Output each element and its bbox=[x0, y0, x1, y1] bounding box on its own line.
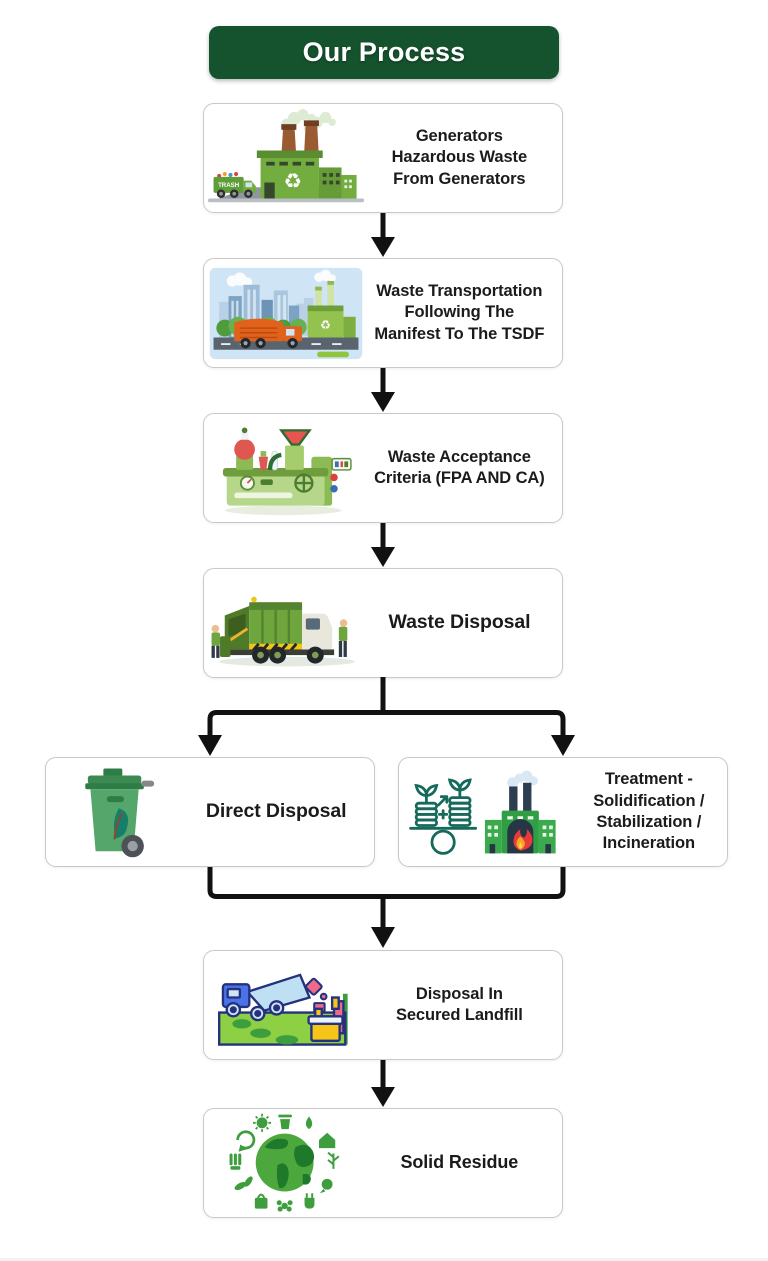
process-step-label: Waste Disposal bbox=[388, 611, 531, 634]
recycling-factory-illustration: ♻ TRASH bbox=[204, 104, 369, 212]
process-step-acceptance: Waste Acceptance Criteria (FPA AND CA) bbox=[203, 413, 563, 523]
flow-merge-connector bbox=[207, 867, 566, 948]
green-wheelie-bin-illustration bbox=[46, 758, 190, 866]
svg-text:♻: ♻ bbox=[320, 318, 331, 332]
lab-testing-machine-illustration bbox=[204, 414, 369, 522]
flow-arrow-down bbox=[371, 523, 395, 567]
page-bottom-divider bbox=[0, 1258, 768, 1261]
process-step-label: Treatment - Solidification / Stabilizati… bbox=[593, 770, 705, 853]
landfill-dump-truck-svg bbox=[218, 972, 348, 1046]
flow-arrow-down bbox=[371, 1060, 395, 1107]
process-step-landfill: Disposal In Secured Landfill bbox=[203, 950, 563, 1060]
process-step-label: Direct Disposal bbox=[205, 800, 347, 823]
process-step-label: Waste Acceptance Criteria (FPA AND CA) bbox=[374, 447, 545, 487]
eco-growth-and-incinerator-svg bbox=[409, 770, 556, 855]
process-step-transportation: ♻ Waste Transportation Following The Man… bbox=[203, 258, 563, 368]
process-step-label: Waste Transportation Following The Manif… bbox=[374, 281, 545, 343]
lab-testing-machine-svg bbox=[223, 427, 352, 515]
flow-branch-connector bbox=[198, 677, 575, 756]
svg-text:♻: ♻ bbox=[284, 169, 303, 193]
flow-arrow-down bbox=[371, 213, 395, 257]
process-step-direct-disposal: Direct Disposal bbox=[45, 757, 375, 867]
page-title-banner: Our Process bbox=[209, 26, 559, 79]
garbage-truck-svg bbox=[211, 596, 355, 666]
svg-text:TRASH: TRASH bbox=[218, 182, 239, 189]
city-waste-truck-svg: ♻ bbox=[210, 267, 363, 359]
process-step-disposal: Waste Disposal bbox=[203, 568, 563, 678]
flow-arrow-down bbox=[371, 368, 395, 412]
garbage-truck-illustration bbox=[204, 569, 369, 677]
eco-growth-and-incinerator-illustration bbox=[399, 758, 583, 866]
eco-globe-illustration bbox=[204, 1109, 369, 1217]
process-step-label: Generators Hazardous Waste From Generato… bbox=[391, 126, 528, 188]
green-wheelie-bin-svg bbox=[85, 768, 155, 857]
process-step-generators: ♻ TRASH Generat bbox=[203, 103, 563, 213]
landfill-dump-truck-illustration bbox=[204, 951, 369, 1059]
page-title: Our Process bbox=[302, 37, 466, 67]
eco-globe-svg bbox=[229, 1113, 340, 1212]
city-waste-truck-illustration: ♻ bbox=[204, 259, 369, 367]
process-step-label: Disposal In Secured Landfill bbox=[395, 984, 523, 1024]
process-step-label: Solid Residue bbox=[400, 1152, 519, 1173]
process-step-treatment: Treatment - Solidification / Stabilizati… bbox=[398, 757, 728, 867]
process-step-solid-residue: Solid Residue bbox=[203, 1108, 563, 1218]
recycling-factory-svg: ♻ TRASH bbox=[208, 108, 365, 202]
